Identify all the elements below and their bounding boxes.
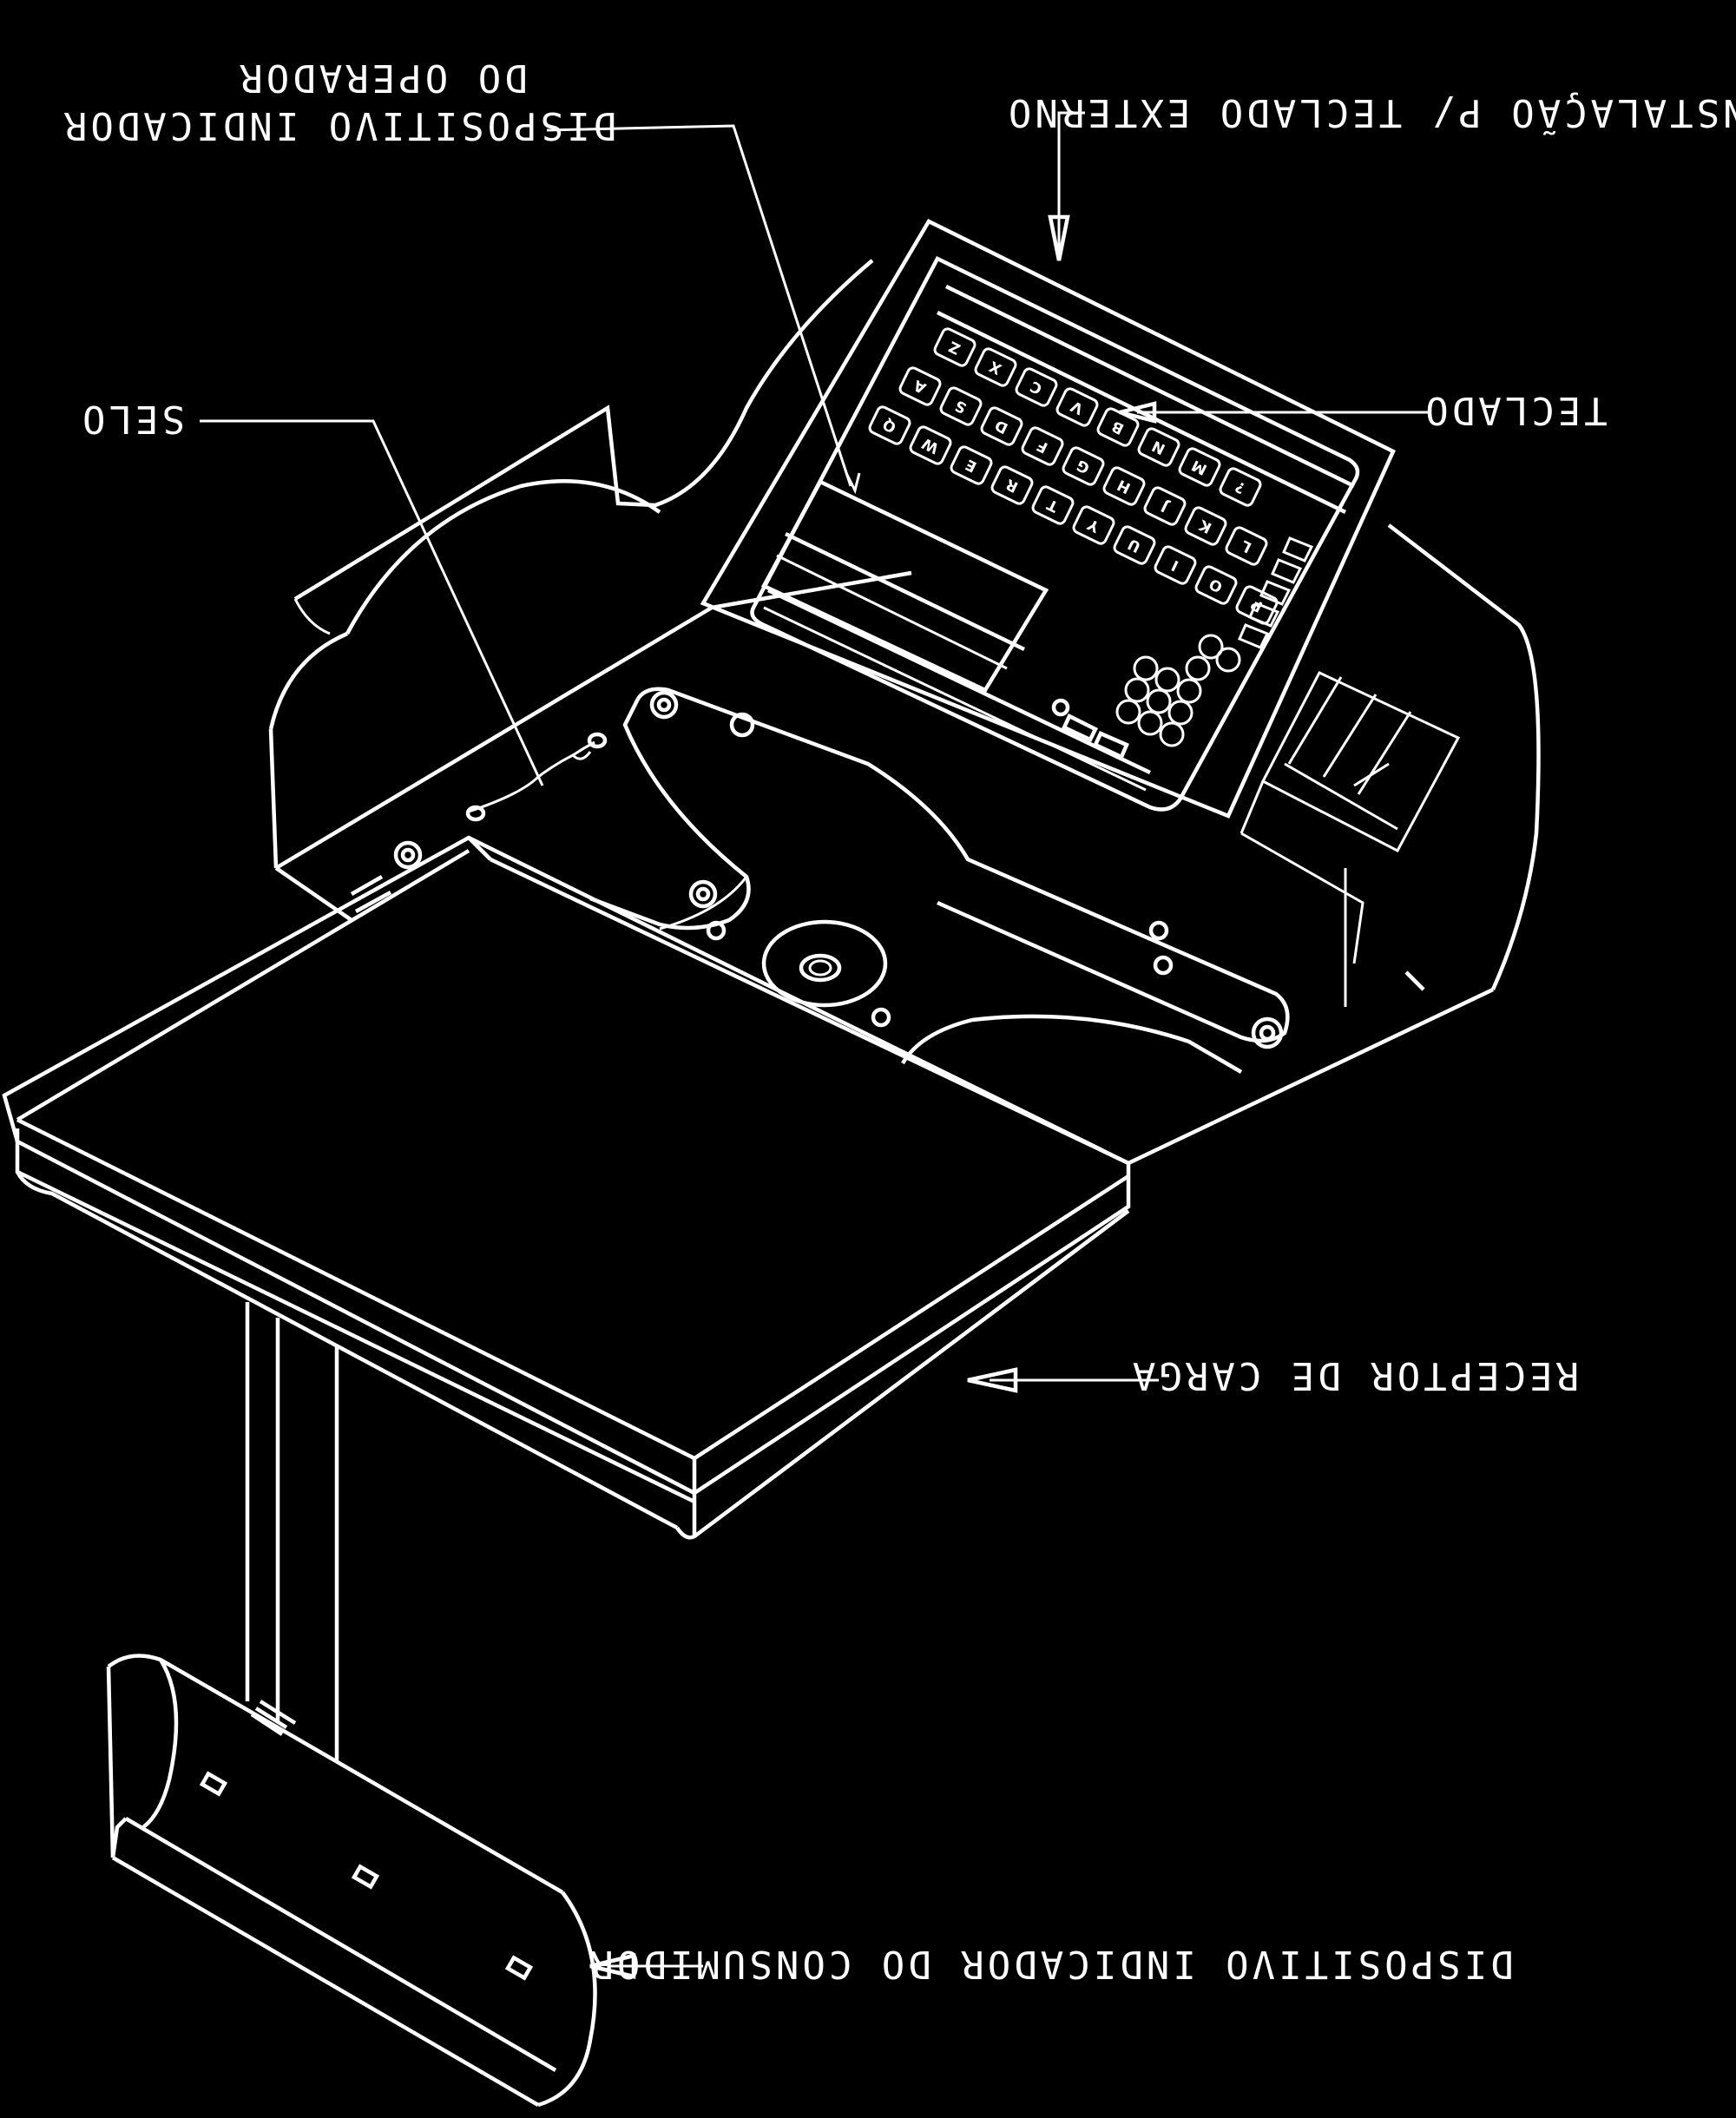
function-keys xyxy=(1238,536,1314,649)
indicator-slot xyxy=(199,1771,228,1797)
key-label: O xyxy=(1207,575,1226,595)
key-label: L xyxy=(1239,536,1255,556)
key-label: U xyxy=(1125,535,1143,556)
screw-icon xyxy=(871,1007,891,1028)
key-label: I xyxy=(1169,556,1181,575)
key-label: A xyxy=(911,376,929,397)
key-i: I xyxy=(1154,545,1197,585)
key-e: E xyxy=(950,445,993,485)
brand-logo xyxy=(1062,713,1099,742)
indicator-slot xyxy=(351,1864,380,1890)
key-t: T xyxy=(1031,485,1075,525)
key-b: B xyxy=(1096,407,1140,447)
screw-icon xyxy=(729,712,755,738)
screw-icon xyxy=(1251,1016,1284,1049)
key-label: Z xyxy=(946,337,963,357)
key-label: Y xyxy=(1084,515,1102,536)
key-f: F xyxy=(1021,426,1064,466)
key-w: W xyxy=(909,425,952,465)
load-receptor-platform xyxy=(2,835,1131,1540)
key-label: K xyxy=(1196,516,1214,536)
label-operator-display-line2: DO OPERADOR xyxy=(236,56,527,100)
key-v: V xyxy=(1055,387,1099,427)
leader-lines xyxy=(200,111,1428,1979)
key-label: D xyxy=(992,416,1010,437)
screw-icon xyxy=(1148,920,1169,941)
label-seal: SELO xyxy=(79,397,185,441)
label-keyboard: TECLADO xyxy=(1422,388,1607,432)
left-hood-inner-curve xyxy=(345,479,661,635)
key-label: V xyxy=(1068,397,1086,418)
key-c: C xyxy=(1015,367,1058,407)
panel-bezel xyxy=(700,219,1396,819)
key-label: N xyxy=(1149,437,1168,457)
key-label: X xyxy=(987,357,1005,378)
key-s: S xyxy=(939,386,983,426)
key-x: X xyxy=(974,347,1017,387)
key-m: M xyxy=(1178,447,1221,487)
key-label: R xyxy=(1003,475,1022,496)
screw-icon xyxy=(706,920,727,941)
key-?: ? xyxy=(1219,467,1262,507)
key-label: H xyxy=(1115,476,1134,497)
mounting-plate xyxy=(589,687,1290,1049)
key-j: J xyxy=(1143,486,1187,526)
key-n: N xyxy=(1137,427,1180,467)
label-consumer-display: DISPOSITIVO INDICADOR DO CONSUMIDOR xyxy=(587,1942,1513,1986)
printer-slot xyxy=(1240,671,1461,964)
display-pole xyxy=(245,1302,339,1762)
screw-icon xyxy=(1153,955,1174,976)
right-housing-outline xyxy=(1387,523,1541,990)
seal-wire xyxy=(465,732,608,822)
key-label: S xyxy=(952,396,970,416)
key-label: M xyxy=(1189,456,1210,477)
screw-icon xyxy=(688,879,718,909)
load-cell xyxy=(761,919,888,1008)
key-q: Q xyxy=(868,405,911,445)
left-hood-outline xyxy=(293,259,874,601)
panel-face xyxy=(750,256,1360,812)
key-u: U xyxy=(1113,525,1156,565)
key-label: W xyxy=(919,434,942,457)
key-l: L xyxy=(1225,526,1268,566)
key-label: E xyxy=(963,455,979,475)
key-h: H xyxy=(1102,466,1146,506)
label-operator-display-line1: DISPOSITIVO INDICADOR xyxy=(61,103,616,148)
key-label: T xyxy=(1044,495,1062,515)
key-label: J xyxy=(1159,497,1172,516)
screw-icon xyxy=(649,690,679,720)
key-k: K xyxy=(1184,506,1227,546)
key-r: R xyxy=(990,465,1034,505)
screw-icon xyxy=(393,840,423,870)
key-label: Q xyxy=(880,415,899,436)
indicator-slot xyxy=(504,1955,534,1981)
label-load-receptor: RECEPTOR DE CARGA xyxy=(1129,1353,1579,1398)
key-o: O xyxy=(1194,565,1238,605)
key-z: Z xyxy=(933,327,976,367)
key-label: F xyxy=(1034,436,1050,456)
numeric-keypad xyxy=(1115,634,1241,747)
key-label: ? xyxy=(1233,477,1248,497)
key-y: Y xyxy=(1072,505,1115,545)
key-d: D xyxy=(980,406,1023,446)
key-g: G xyxy=(1062,446,1105,486)
key-label: B xyxy=(1109,417,1127,437)
key-a: A xyxy=(898,366,942,406)
label-external-keyboard: INSTALAÇÃO P/ TECLADO EXTERNO xyxy=(1005,90,1736,135)
base-top-left-edge xyxy=(274,606,713,870)
consumer-display xyxy=(106,1654,597,2108)
scale-body xyxy=(268,259,1541,1166)
key-label: C xyxy=(1028,377,1045,397)
key-label: G xyxy=(1074,456,1092,477)
lcd-window xyxy=(760,479,1049,693)
